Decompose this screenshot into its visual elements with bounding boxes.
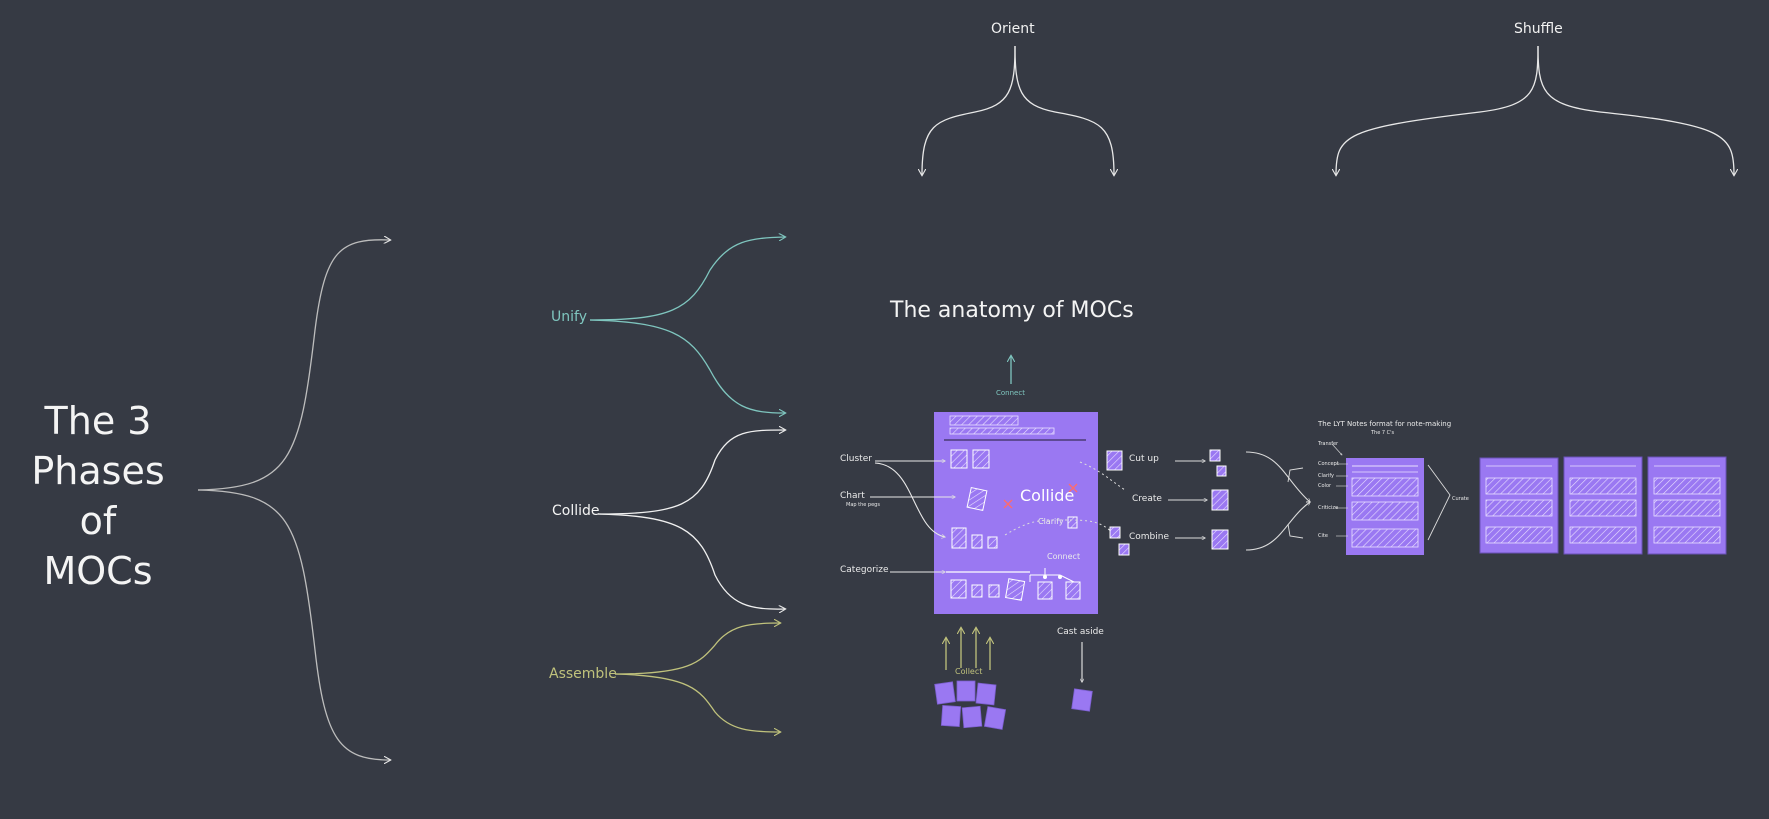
phase-collide-label: Collide: [552, 503, 600, 519]
collide-branch: [597, 430, 785, 609]
assemble-branch: [614, 623, 780, 732]
right-arrows: [1168, 451, 1310, 551]
title-line-1: The 3: [44, 399, 152, 443]
lyt-heading: The LYT Notes format for note-making: [1318, 420, 1452, 428]
clarify-label: Clarify: [1038, 517, 1064, 526]
lyt-sub: The 7 C's: [1371, 430, 1395, 436]
title-line-2: Phases: [31, 449, 165, 493]
lyt-side-label: Curate: [1452, 496, 1469, 502]
lyt-row-5: Criticize: [1318, 505, 1339, 511]
collect-arrows: [946, 628, 990, 670]
lyt-stack: [1479, 456, 1727, 555]
create-label: Create: [1132, 494, 1162, 504]
lyt-card: [1331, 443, 1451, 555]
anatomy-heading: The anatomy of MOCs: [890, 298, 1134, 323]
title-line-3: of: [79, 499, 117, 543]
cast-aside-label: Cast aside: [1057, 627, 1104, 637]
title-brace: [197, 240, 390, 760]
chart-sub-label: Map the pegs: [846, 502, 880, 508]
collect-label: Collect: [955, 667, 983, 676]
lyt-row-6: Cite: [1318, 533, 1328, 539]
card-in-arrows: [870, 461, 955, 572]
lyt-row-1: Transfer: [1318, 441, 1339, 447]
cluster-label: Cluster: [840, 454, 872, 464]
phase-unify-label: Unify: [551, 309, 587, 325]
moc-card: [934, 412, 1126, 614]
chart-label: Chart: [840, 491, 865, 501]
collide-card-label: Collide: [1020, 486, 1075, 505]
combine-label: Combine: [1129, 532, 1170, 542]
orient-brace: [922, 45, 1114, 175]
lyt-row-2: Concept: [1318, 461, 1339, 467]
unify-branch: [589, 237, 785, 413]
phase-assemble-label: Assemble: [549, 666, 617, 682]
connect-top-label: Connect: [996, 389, 1025, 397]
categorize-label: Categorize: [840, 565, 889, 575]
lyt-row-3: Clarify: [1318, 473, 1335, 479]
orient-label: Orient: [991, 21, 1035, 37]
collected-notes: [934, 680, 1093, 730]
shuffle-brace: [1336, 45, 1734, 175]
right-small-notes: [1106, 449, 1229, 556]
title-line-4: MOCs: [43, 549, 153, 593]
shuffle-label: Shuffle: [1514, 21, 1563, 37]
page-title: The 3 Phases of MOCs: [18, 396, 178, 596]
connect-card-label: Connect: [1047, 552, 1081, 561]
cut-up-label: Cut up: [1129, 454, 1159, 464]
lyt-row-4: Color: [1318, 483, 1332, 489]
